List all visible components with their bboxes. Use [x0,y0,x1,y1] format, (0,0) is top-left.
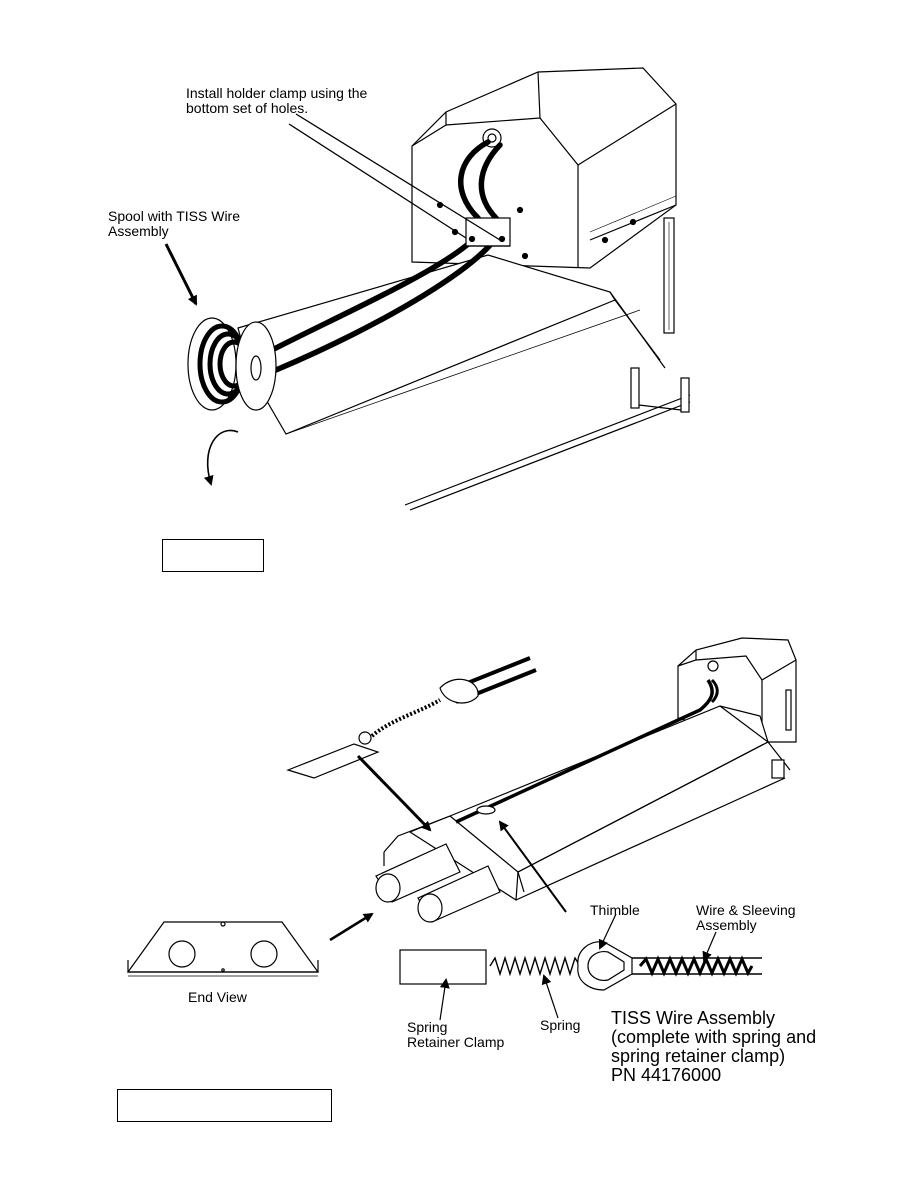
spring-leader [541,974,559,1019]
spool-label: Spool with TISS Wire Assembly [108,208,241,239]
tray [237,254,691,511]
holder-clamp-leader-2 [295,113,501,241]
end-view-label: End View [188,989,247,1005]
spring-retainer-clamp-label: Spring Retainer Clamp [407,1019,505,1050]
top-figure [164,67,691,511]
tray-wire [455,679,714,824]
thimble-leader [598,913,617,950]
thimble-label: Thimble [590,902,640,918]
end-view-arrow [329,912,374,942]
spool-arrow [164,243,198,306]
figure-caption-box-top [162,539,264,572]
inset-arrow [356,754,432,832]
clamp-leader [439,978,450,1021]
long-tray [408,705,791,902]
spool [187,317,277,411]
holder-clamp-leader [288,123,467,239]
figure-caption-box-bottom [117,1089,332,1122]
thimble-detail-arrow [498,820,567,913]
inset-spring-assembly [286,656,537,779]
rotation-arrow [203,429,239,486]
end-view [126,921,320,977]
wire-leader [702,931,717,962]
assembly-detail [399,941,762,991]
holder-clamp-label: Install holder clamp using the bottom se… [186,85,368,116]
tray-end-pipes [375,815,525,923]
assembly-note-label: TISS Wire Assembly (complete with spring… [611,1008,817,1085]
bottom-figure [126,637,797,1021]
spring-label: Spring [540,1017,581,1033]
wire-sleeving-label: Wire & Sleeving Assembly [696,902,796,933]
